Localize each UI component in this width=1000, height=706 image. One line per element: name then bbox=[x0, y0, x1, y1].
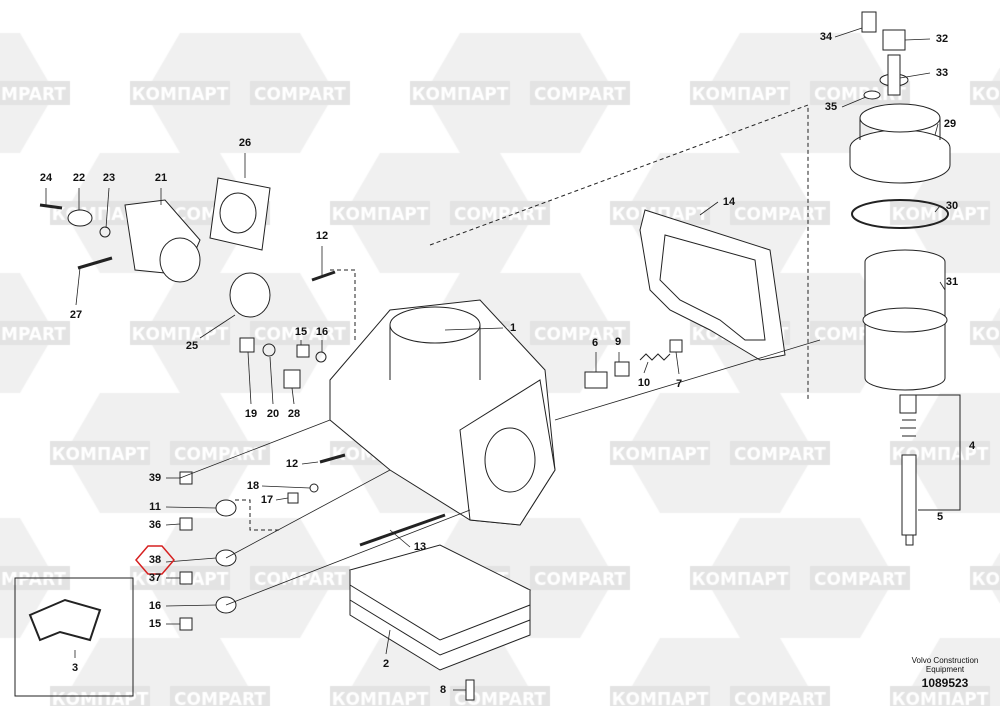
credit: Volvo Construction Equipment bbox=[895, 656, 995, 674]
callout-label: 9 bbox=[614, 336, 622, 348]
callout-label: 27 bbox=[69, 309, 83, 321]
valve-4-5 bbox=[899, 394, 917, 546]
document-number: 1089523 bbox=[921, 676, 969, 690]
fitting-34-32 bbox=[861, 11, 909, 100]
callout-label: 24 bbox=[39, 172, 53, 184]
callout-label: 37 bbox=[148, 572, 162, 584]
callout-label: 38 bbox=[148, 554, 162, 566]
bolt-13 bbox=[359, 513, 446, 547]
callout-label: 8 bbox=[439, 684, 447, 696]
gasket-26 bbox=[209, 177, 271, 251]
callout-label: 19 bbox=[244, 408, 258, 420]
credit-line-1: Volvo Construction bbox=[911, 656, 979, 665]
gasket-14 bbox=[639, 209, 786, 361]
filter-element-31 bbox=[862, 249, 948, 391]
callout-label: 28 bbox=[287, 408, 301, 420]
callout-label: 26 bbox=[238, 137, 252, 149]
callout-label: 35 bbox=[824, 101, 838, 113]
callout-label: 16 bbox=[148, 600, 162, 612]
callout-label: 4 bbox=[968, 440, 976, 452]
guide-line bbox=[429, 104, 809, 400]
plug-22 bbox=[67, 209, 93, 227]
callout-label: 29 bbox=[943, 118, 957, 130]
callout-label: 30 bbox=[945, 200, 959, 212]
callout-label: 25 bbox=[185, 340, 199, 352]
callout-label: 39 bbox=[148, 472, 162, 484]
inset-box-3 bbox=[14, 577, 134, 697]
callout-label: 15 bbox=[294, 326, 308, 338]
callout-label: 12 bbox=[285, 458, 299, 470]
callout-label: 6 bbox=[591, 337, 599, 349]
callout-label: 3 bbox=[71, 662, 79, 674]
callout-label: 21 bbox=[154, 172, 168, 184]
callout-label: 22 bbox=[72, 172, 86, 184]
filter-cap-29 bbox=[849, 103, 951, 184]
highlight-hexagon bbox=[135, 545, 175, 575]
callout-label: 33 bbox=[935, 67, 949, 79]
credit-line-2: Equipment bbox=[925, 665, 965, 674]
callout-label: 20 bbox=[266, 408, 280, 420]
callout-label: 15 bbox=[148, 618, 162, 630]
callout-label: 18 bbox=[246, 480, 260, 492]
callout-label: 31 bbox=[945, 276, 959, 288]
callout-label: 2 bbox=[382, 658, 390, 670]
o-ring-30 bbox=[851, 199, 949, 229]
callout-label: 23 bbox=[102, 172, 116, 184]
callout-label: 32 bbox=[935, 33, 949, 45]
bolt-8 bbox=[465, 679, 475, 701]
callout-label: 34 bbox=[819, 31, 833, 43]
callout-label: 1 bbox=[509, 322, 517, 334]
callout-label: 17 bbox=[260, 494, 274, 506]
callout-label: 12 bbox=[315, 230, 329, 242]
oil-filter-housing-1 bbox=[329, 299, 556, 526]
seal-25 bbox=[229, 272, 271, 318]
oil-cooler-2 bbox=[348, 544, 532, 671]
callout-label: 36 bbox=[148, 519, 162, 531]
callout-label: 5 bbox=[936, 511, 944, 523]
callout-label: 10 bbox=[637, 377, 651, 389]
callout-label: 13 bbox=[413, 541, 427, 553]
callout-label: 14 bbox=[722, 196, 736, 208]
part-6 bbox=[584, 371, 608, 389]
callout-label: 16 bbox=[315, 326, 329, 338]
callout-label: 7 bbox=[675, 378, 683, 390]
callout-label: 11 bbox=[149, 501, 161, 513]
